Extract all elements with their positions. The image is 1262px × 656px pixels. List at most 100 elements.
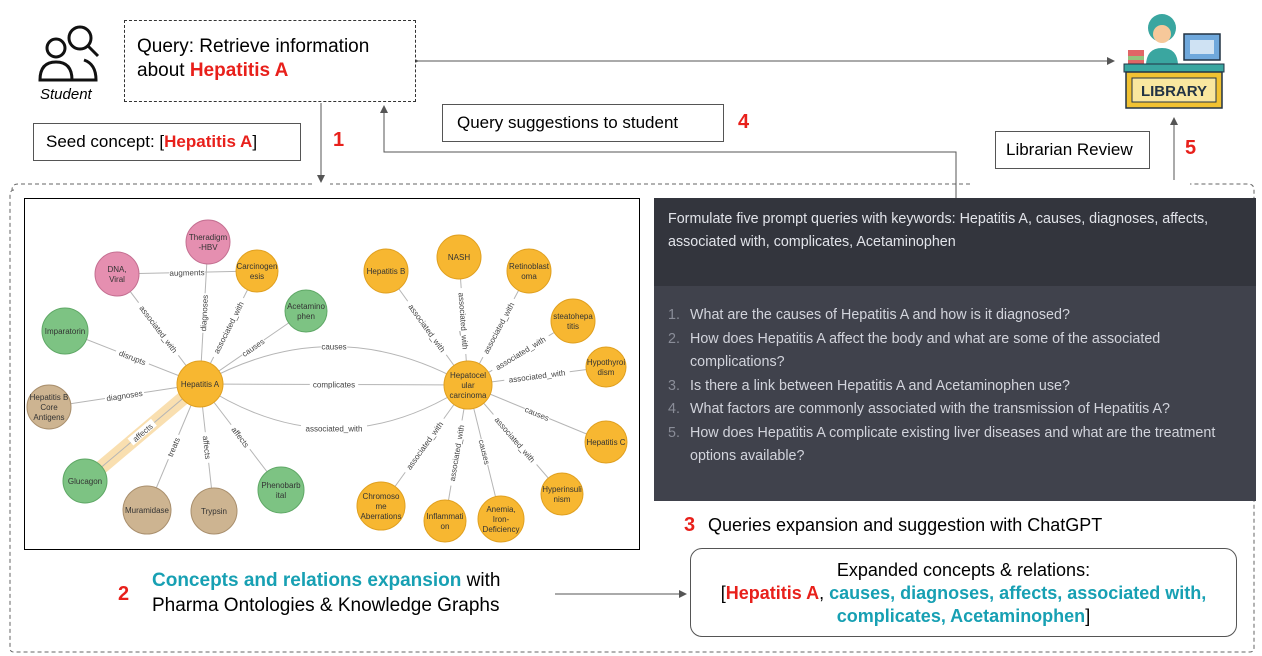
node-label: Deficiency xyxy=(483,525,520,534)
graph-node xyxy=(284,289,328,333)
edge-label: associated_with xyxy=(457,292,470,349)
chatgpt-response: 1.What are the causes of Hepatitis A and… xyxy=(654,286,1256,501)
graph-node xyxy=(26,384,72,430)
step-4-number: 4 xyxy=(738,111,750,133)
library-icon: LIBRARY xyxy=(1123,14,1225,109)
edge-label-bg xyxy=(227,421,254,452)
node-label: Trypsin xyxy=(201,507,227,516)
node-label: Chromoso xyxy=(363,492,400,501)
library-sign: LIBRARY xyxy=(1141,83,1207,100)
graph-node xyxy=(363,248,409,294)
query-term: Hepatitis A xyxy=(189,60,289,81)
expanded-list-1: causes, diagnoses, affects, associated w… xyxy=(829,583,1207,603)
node-label: ital xyxy=(276,491,286,500)
answer-number: 2. xyxy=(668,330,680,347)
answer-number: 4. xyxy=(668,401,680,417)
node-label: Inflammati xyxy=(427,512,464,521)
node-label: Iron- xyxy=(493,515,510,524)
step-2-highlight: Concepts and relations expansion xyxy=(152,570,462,591)
node-label: NASH xyxy=(448,253,470,262)
node-label: Hepatitis B xyxy=(367,267,406,276)
node-label: on xyxy=(441,522,450,531)
edge-label: associated_with xyxy=(212,300,246,355)
node-label: Theradigm xyxy=(189,233,228,242)
graph-node xyxy=(62,458,108,504)
answer-text: What factors are commonly associated wit… xyxy=(690,401,1170,417)
edge-label-bg xyxy=(201,431,214,464)
node-label: Hepatocel xyxy=(450,371,486,380)
graph-node xyxy=(506,248,552,294)
edge-label-bg xyxy=(503,366,571,385)
chatgpt-panel: Formulate five prompt queries with keywo… xyxy=(654,198,1256,501)
edge-label: associated_with xyxy=(406,303,447,354)
answer-list: 1.What are the causes of Hepatitis A and… xyxy=(654,286,1256,469)
edge-label: complicates xyxy=(313,381,355,390)
graph-node xyxy=(540,472,584,516)
node-label: oma xyxy=(521,272,537,281)
seed-concept-box: Seed concept: [Hepatitis A] xyxy=(33,123,301,161)
expanded-open: [ xyxy=(720,583,726,603)
graph-node xyxy=(477,495,525,543)
step-1-number: 1 xyxy=(333,129,345,151)
seed-prefix: Seed concept: [ xyxy=(46,132,165,151)
edge-label-bg xyxy=(209,295,247,359)
edge-label: diagnoses xyxy=(199,295,210,332)
edge-label-bg xyxy=(404,298,451,358)
graph-edge xyxy=(199,383,469,429)
edge-label: causes xyxy=(240,337,266,359)
chatgpt-prompt: Formulate five prompt queries with keywo… xyxy=(654,198,1256,286)
edge-label: associated_with xyxy=(508,368,566,384)
step-2-caption: Concepts and relations expansion with Ph… xyxy=(152,568,500,618)
step-2-line2: Pharma Ontologies & Knowledge Graphs xyxy=(152,595,500,616)
node-label: Antigens xyxy=(33,413,64,422)
pipeline-boundary xyxy=(9,183,1255,653)
graph-node xyxy=(443,360,493,410)
step-3-caption: Queries expansion and suggestion with Ch… xyxy=(708,515,1103,535)
edge-label: treats xyxy=(166,436,182,458)
node-label: dism xyxy=(598,368,615,377)
query-suggestions-box: Query suggestions to student xyxy=(442,104,724,142)
edge-label: associated_with xyxy=(137,304,178,355)
expanded-concepts-box: Expanded concepts & relations: [Hepatiti… xyxy=(690,548,1237,637)
edge-label-bg xyxy=(490,411,541,468)
edge-label: associated_with xyxy=(306,425,363,434)
answer-number: 5. xyxy=(668,424,680,441)
node-label: Carcinogen xyxy=(237,262,278,271)
edge-label-bg xyxy=(523,403,552,423)
graph-node xyxy=(436,234,482,280)
edge-label-bg xyxy=(127,418,157,446)
graph-node xyxy=(41,307,89,355)
edge-label: disrupts xyxy=(118,349,147,368)
edge-label-bg xyxy=(320,341,348,351)
graph-node xyxy=(235,249,279,293)
step-3-number: 3 xyxy=(684,514,696,536)
graph-node xyxy=(94,251,140,297)
student-label: Student xyxy=(40,86,92,103)
graph-node xyxy=(356,481,406,531)
answer-text: Is there a link between Hepatitis A and … xyxy=(690,377,1070,394)
graph-node xyxy=(585,346,627,388)
graph-node xyxy=(584,420,628,464)
answer-number: 3. xyxy=(668,377,680,394)
node-label: Hepatitis B xyxy=(30,393,69,402)
edge-label-bg xyxy=(104,387,145,403)
node-label: Retinoblast xyxy=(509,262,550,271)
answer-text: What are the causes of Hepatitis A and h… xyxy=(690,307,1070,323)
graph-node xyxy=(176,360,224,408)
edge-label-bg xyxy=(489,331,551,374)
answer-item: 5. How does Hepatitis A complicate existi… xyxy=(668,422,1242,469)
step-2-with: with xyxy=(461,570,501,591)
edge-label: associated_with xyxy=(405,420,446,471)
expanded-close: ] xyxy=(1085,606,1091,626)
seed-term: Hepatitis A xyxy=(164,132,253,151)
answer-text: How does Hepatitis A complicate existing… xyxy=(690,424,1216,465)
node-label: Hypothyroi xyxy=(587,358,625,367)
graph-node xyxy=(550,298,596,344)
edge-label-bg xyxy=(401,415,448,475)
edge-label: causes xyxy=(321,343,346,352)
answer-item: 3. Is there a link between Hepatitis A an… xyxy=(668,375,1242,399)
answer-item: 4. What factors are commonly associated w… xyxy=(668,398,1242,422)
